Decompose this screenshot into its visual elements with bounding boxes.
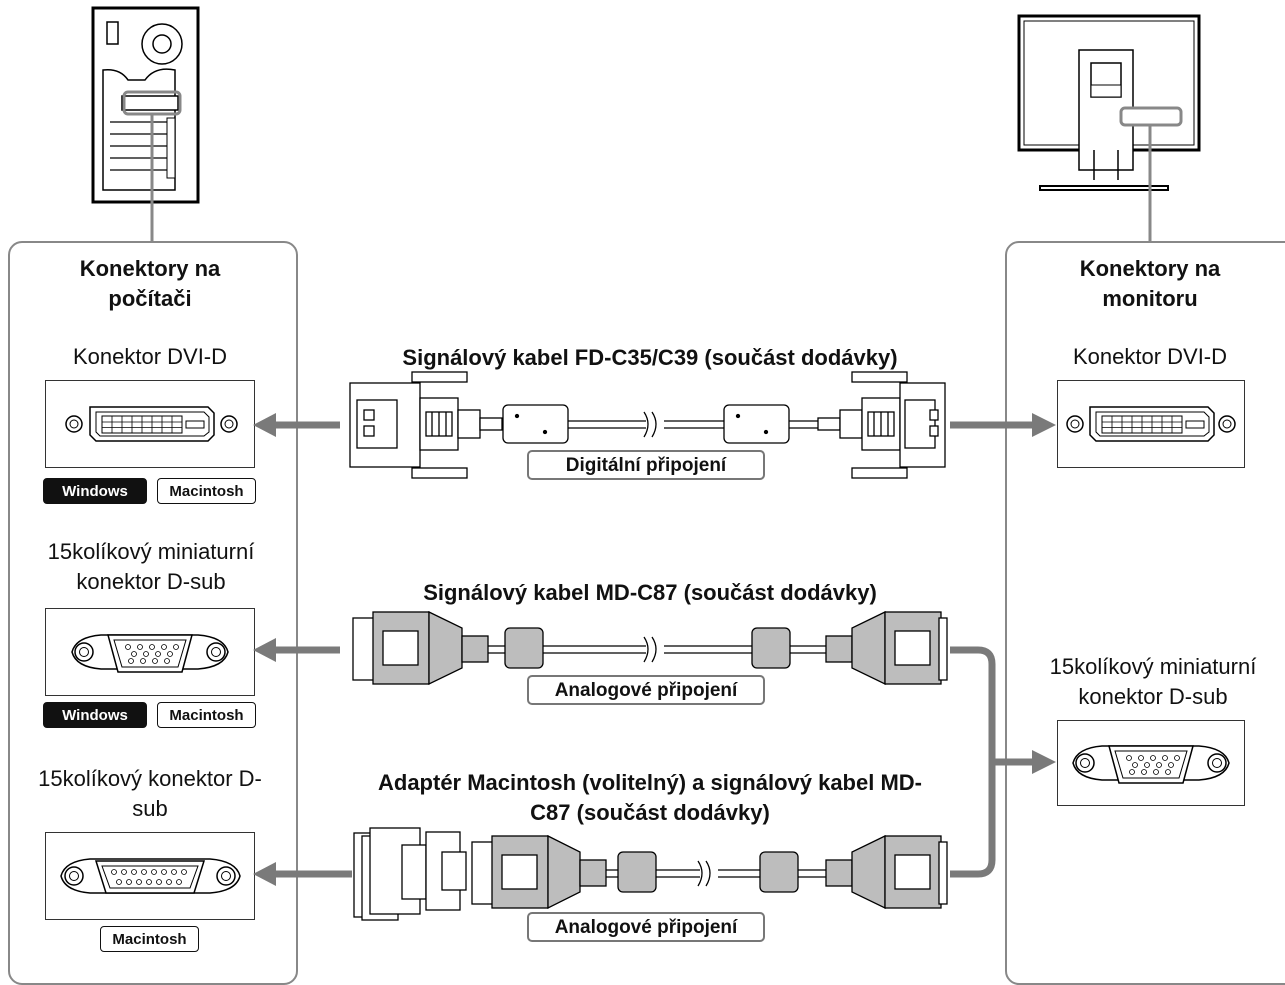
cable-2-title: Signálový kabel MD-C87 (součást dodávky) — [423, 580, 877, 605]
monitor-dvi-label: Konektor DVI-D — [1072, 344, 1228, 369]
macintosh-badge: Macintosh — [100, 926, 199, 952]
windows-badge: Windows — [43, 702, 147, 728]
computer-dvi-label: Konektor DVI-D — [72, 344, 228, 369]
monitor-dvi-connector — [1057, 380, 1245, 468]
monitor-icon — [1017, 14, 1201, 242]
vga-port-icon — [71, 634, 229, 673]
dvi-port-icon — [65, 406, 238, 442]
digital-connection-label: Digitální připojení — [527, 450, 765, 480]
monitor-connectors-panel — [1005, 241, 1285, 985]
dvi-port-icon — [1066, 406, 1236, 442]
monitor-dsub-mini-connector — [1057, 720, 1245, 806]
cable-3-title: Adaptér Macintosh (volitelný) a signálov… — [378, 770, 922, 825]
vga-port-icon — [1072, 745, 1230, 784]
mac-adapter — [353, 827, 467, 921]
computer-dvi-connector — [45, 380, 255, 468]
windows-badge: Windows — [43, 478, 147, 504]
macintosh-badge: Macintosh — [157, 702, 256, 728]
analog-cable-1 — [352, 610, 948, 686]
monitor-dsub-mini-label: 15kolíkový miniaturní konektor D-sub — [1049, 654, 1257, 709]
computer-dsub-connector — [45, 832, 255, 920]
monitor-panel-title: Konektory na monitoru — [1079, 256, 1221, 311]
computer-dsub-mini-label: 15kolíkový miniaturní konektor D-sub — [47, 539, 255, 594]
cable-diagram — [253, 371, 1056, 921]
analog-cable-2 — [471, 834, 948, 910]
dvi-cable — [349, 371, 946, 479]
analog-connection-label-2: Analogové připojení — [527, 912, 765, 942]
computer-panel-title: Konektory na počítači — [79, 256, 221, 311]
cable-1-title: Signálový kabel FD-C35/C39 (součást dodá… — [402, 345, 898, 370]
computer-dsub-mini-connector — [45, 608, 255, 696]
macintosh-badge: Macintosh — [157, 478, 256, 504]
analog-connection-label-1: Analogové připojení — [527, 675, 765, 705]
computer-tower-icon — [91, 6, 200, 242]
computer-dsub-label: 15kolíkový konektor D-sub — [38, 766, 262, 821]
dsub-port-icon — [60, 858, 241, 894]
